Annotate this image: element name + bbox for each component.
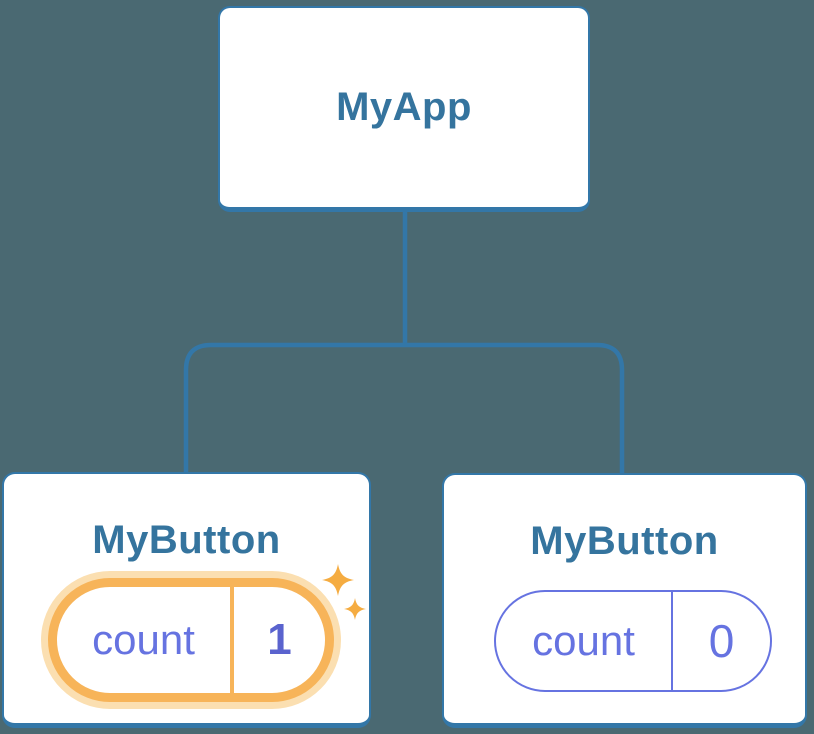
state-pill-highlighted: count 1 bbox=[48, 578, 334, 702]
state-key-label: count bbox=[92, 616, 195, 663]
sparkle-large-icon bbox=[322, 564, 354, 596]
node-title: MyButton bbox=[92, 518, 281, 562]
state-key-cell: count bbox=[496, 592, 673, 690]
sparkle-small-icon bbox=[344, 598, 366, 620]
state-value: 1 bbox=[267, 615, 292, 664]
state-value-cell: 0 bbox=[673, 592, 770, 690]
state-key-cell: count bbox=[57, 587, 234, 693]
tree-node-myapp: MyApp bbox=[218, 6, 590, 212]
tree-node-mybutton-left: MyButton count 1 bbox=[2, 472, 371, 728]
node-title: MyApp bbox=[336, 85, 472, 129]
state-value: 0 bbox=[708, 615, 735, 667]
state-value-cell: 1 bbox=[234, 587, 325, 693]
node-title: MyButton bbox=[530, 519, 719, 563]
tree-node-mybutton-right: MyButton count 0 bbox=[442, 473, 807, 728]
state-pill-plain: count 0 bbox=[494, 590, 772, 692]
state-key-label: count bbox=[532, 617, 635, 664]
